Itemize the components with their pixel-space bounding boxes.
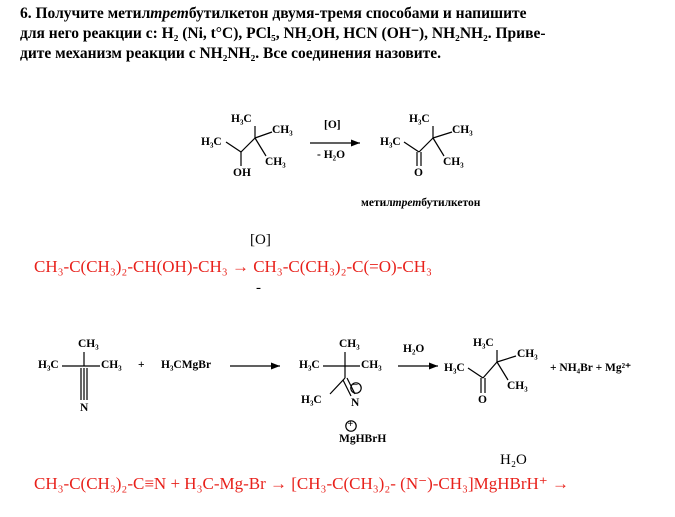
atom-label: N bbox=[351, 397, 360, 409]
atom-label: O bbox=[478, 394, 487, 406]
bond bbox=[329, 377, 346, 395]
bond bbox=[418, 137, 434, 153]
equation1-text: CH₃-C(CH₃)₂-CH(OH)-CH₃ → CH₃-C(CH₃)₂-C(=… bbox=[34, 257, 432, 276]
atom-label: CH₃ bbox=[272, 124, 293, 136]
bond bbox=[432, 131, 453, 139]
atom-label: CH₃ bbox=[265, 156, 286, 168]
negative-charge-circle bbox=[350, 382, 362, 394]
atom-label: CH₃ bbox=[443, 156, 464, 168]
atom-label: H₃C bbox=[201, 136, 222, 148]
grignard-reagent: H₃CMgBr bbox=[161, 359, 212, 371]
bond bbox=[254, 131, 273, 139]
bond bbox=[403, 141, 420, 153]
task-line-2: для него реакции с: H₂ (Ni, t°C), PCl₅, … bbox=[20, 25, 546, 42]
atom-label: N bbox=[80, 402, 89, 414]
product-name-a: метил bbox=[361, 197, 393, 209]
atom-label: O bbox=[414, 167, 423, 179]
task-text-1-italic: трет bbox=[150, 5, 189, 22]
bond bbox=[482, 361, 498, 379]
task-text-1a: Получите метил bbox=[35, 5, 151, 22]
atom-label: OH bbox=[233, 167, 251, 179]
atom-label: CH₃ bbox=[78, 338, 99, 350]
positive-charge-circle bbox=[345, 420, 357, 432]
atom-label: H₃C bbox=[473, 337, 494, 349]
atom-label: H₃C bbox=[301, 394, 322, 406]
positive-charge: + bbox=[347, 418, 354, 430]
atom-label: H₃C bbox=[299, 359, 320, 371]
arrow-head bbox=[271, 362, 280, 370]
plus-sign: + bbox=[138, 359, 145, 371]
reagent-label: - H₂O bbox=[317, 149, 346, 161]
bond bbox=[240, 137, 256, 153]
task-line-1: 6. Получите метилтретбутилкетон двумя-тр… bbox=[20, 4, 660, 24]
atom-label: CH₃ bbox=[361, 359, 382, 371]
bond bbox=[467, 367, 484, 379]
reagent-label: H₂O bbox=[403, 343, 425, 355]
reagent-label: [O] bbox=[324, 119, 341, 131]
arrow-head bbox=[351, 139, 360, 147]
product-name-italic: трет bbox=[392, 197, 422, 209]
byproducts-label: + NH₄Br + Mg²⁺ bbox=[550, 362, 632, 374]
bond bbox=[254, 137, 267, 157]
atom-label: H₃C bbox=[444, 362, 465, 374]
task-number: 6. bbox=[20, 5, 32, 22]
bond bbox=[225, 141, 242, 153]
magnesium-label: MgHBrH bbox=[339, 433, 387, 445]
equation2-reagent: H₂O bbox=[500, 452, 527, 468]
product-name-label: метилтретбутилкетон bbox=[361, 197, 480, 209]
equation2-text: CH₃-C(CH₃)₂-C≡N + H₃C-Mg-Br → [CH₃-C(CH₃… bbox=[34, 474, 570, 493]
task-text-1b: бутилкетон двумя-тремя способами и напиш… bbox=[188, 5, 527, 22]
atom-label: H₃C bbox=[38, 359, 59, 371]
task-statement: 6. Получите метилтретбутилкетон двумя-тр… bbox=[20, 4, 660, 64]
arrow-head bbox=[429, 362, 438, 370]
equation1-note: - bbox=[256, 280, 261, 296]
equation1-reagent: [O] bbox=[250, 232, 271, 248]
atom-label: H₃C bbox=[409, 113, 430, 125]
bond bbox=[432, 137, 445, 157]
atom-label: CH₃ bbox=[452, 124, 473, 136]
atom-label: CH₃ bbox=[507, 380, 528, 392]
atom-label: H₃C bbox=[231, 113, 252, 125]
task-line-3: дите механизм реакции с NH₂NH₂. Все соед… bbox=[20, 45, 442, 62]
atom-label: CH₃ bbox=[517, 348, 538, 360]
bond bbox=[496, 361, 509, 381]
negative-charge: − bbox=[352, 380, 359, 391]
atom-label: CH₃ bbox=[101, 359, 122, 371]
atom-label: CH₃ bbox=[339, 338, 360, 350]
bond bbox=[496, 355, 517, 363]
product-name-b: бутилкетон bbox=[421, 197, 481, 209]
double-bond bbox=[342, 379, 352, 397]
atom-label: H₃C bbox=[380, 136, 401, 148]
